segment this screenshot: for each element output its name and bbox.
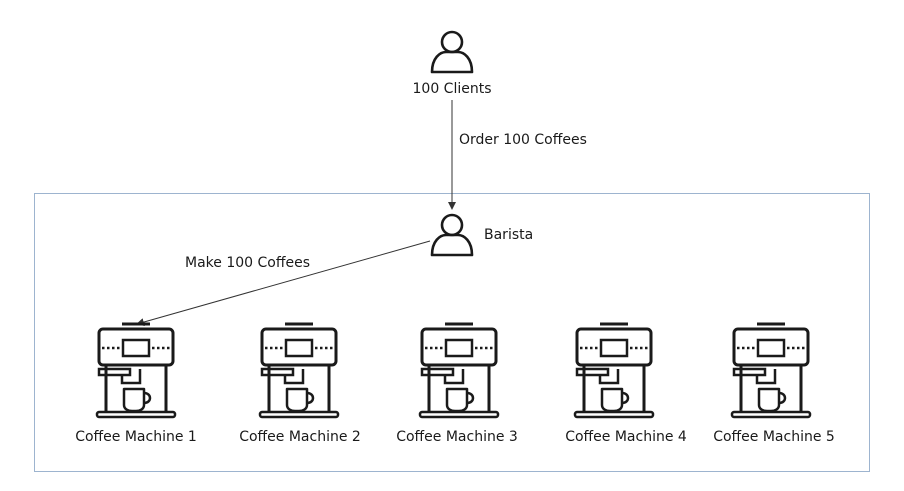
barista-label: Barista <box>484 227 534 243</box>
coffee-machine-icon-2 <box>258 322 340 419</box>
clients-label: 100 Clients <box>412 81 492 97</box>
order-edge-label: Order 100 Coffees <box>459 132 587 148</box>
machine-label-3: Coffee Machine 3 <box>396 429 518 445</box>
coffee-machine-icon-1 <box>95 322 177 419</box>
machine-label-1: Coffee Machine 1 <box>75 429 197 445</box>
machine-label-4: Coffee Machine 4 <box>565 429 687 445</box>
machine-label-5: Coffee Machine 5 <box>713 429 835 445</box>
clients-person-icon <box>430 30 474 74</box>
coffee-machine-icon-4 <box>573 322 655 419</box>
make-edge-label: Make 100 Coffees <box>185 255 311 271</box>
coffee-machine-icon-5 <box>730 322 812 419</box>
make-edge <box>136 240 431 326</box>
barista-person-icon <box>430 213 474 257</box>
machine-label-2: Coffee Machine 2 <box>239 429 361 445</box>
coffee-machine-icon-3 <box>418 322 500 419</box>
